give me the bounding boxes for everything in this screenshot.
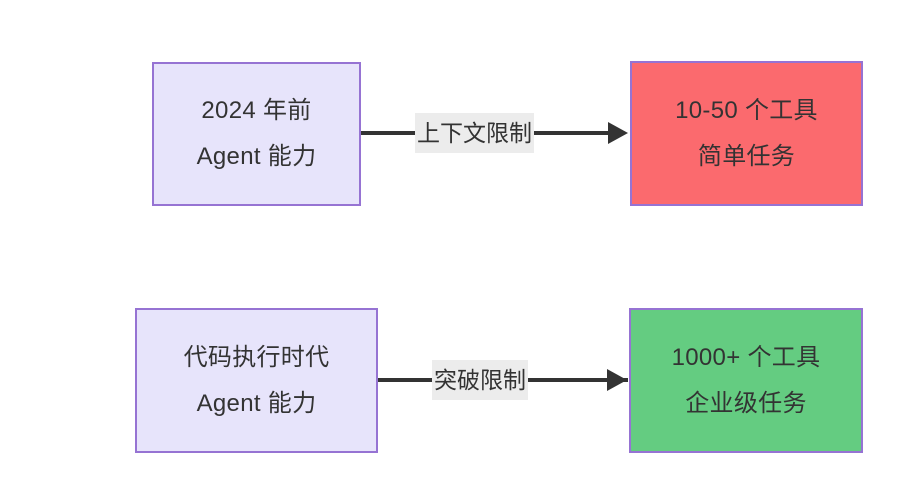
node-simple-tasks[interactable]: 10-50 个工具 简单任务 (630, 61, 863, 206)
node-enterprise-tasks[interactable]: 1000+ 个工具 企业级任务 (629, 308, 863, 453)
edge-label-context-limit: 上下文限制 (415, 113, 534, 153)
node-code-execution-era-agent-capability[interactable]: 代码执行时代 Agent 能力 (135, 308, 378, 453)
edge-label-break-limit: 突破限制 (432, 360, 528, 400)
node-code-execution-era-line-1: 代码执行时代 (183, 343, 330, 371)
node-enterprise-tasks-line-1: 1000+ 个工具 (671, 343, 821, 371)
node-code-execution-era-line-2: Agent 能力 (196, 389, 317, 417)
node-enterprise-tasks-line-2: 企业级任务 (685, 389, 807, 417)
node-pre-2024-line-1: 2024 年前 (201, 97, 312, 124)
node-simple-tasks-line-2: 简单任务 (697, 142, 796, 170)
arrowhead-icon-bottom (607, 369, 627, 391)
node-pre-2024-line-2: Agent 能力 (196, 143, 317, 170)
node-simple-tasks-line-1: 10-50 个工具 (675, 96, 818, 124)
arrowhead-icon-top (608, 122, 628, 144)
node-pre-2024-agent-capability[interactable]: 2024 年前 Agent 能力 (152, 62, 361, 206)
